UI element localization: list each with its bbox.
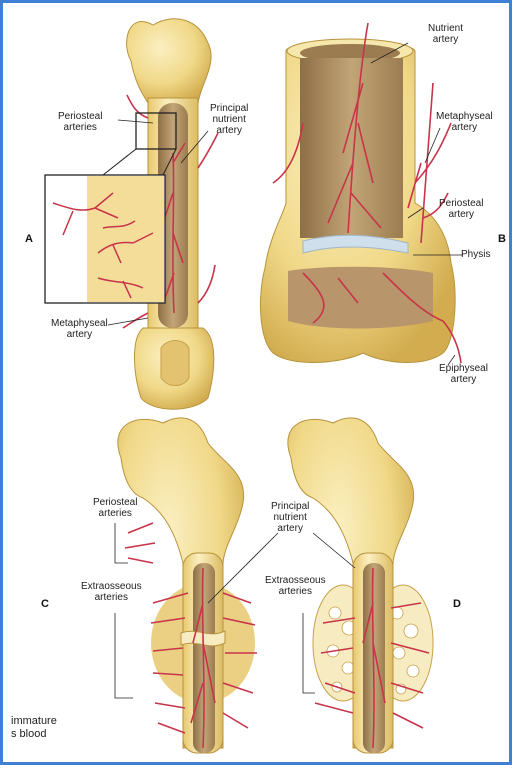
- label-a-principal-nutrient-artery: Principal nutrient artery: [210, 103, 248, 136]
- label-b-epiphyseal-artery: Epiphyseal artery: [439, 363, 488, 385]
- label-d-extraosseous-arteries: Extraosseous arteries: [265, 575, 326, 597]
- panel-letter-b: B: [498, 233, 506, 245]
- label-a-periosteal-arteries: Periosteal arteries: [58, 111, 102, 133]
- panel-letter-a: A: [25, 233, 33, 245]
- label-c-extraosseous-arteries: Extraosseous arteries: [81, 581, 142, 603]
- label-b-metaphyseal-artery: Metaphyseal artery: [436, 111, 493, 133]
- caption-line-1: immature: [11, 715, 57, 727]
- panel-letter-d: D: [453, 598, 461, 610]
- label-cd-principal-nutrient-artery: Principal nutrient artery: [271, 501, 309, 534]
- label-b-physis: Physis: [461, 249, 490, 260]
- label-c-periosteal-arteries: Periosteal arteries: [93, 497, 137, 519]
- panel-a-inset: [45, 175, 165, 303]
- caption-line-2: s blood: [11, 728, 46, 740]
- label-b-periosteal-artery: Periosteal artery: [439, 198, 483, 220]
- label-b-nutrient-artery: Nutrient artery: [428, 23, 463, 45]
- label-a-metaphyseal-artery: Metaphyseal artery: [51, 318, 108, 340]
- panel-letter-c: C: [41, 598, 49, 610]
